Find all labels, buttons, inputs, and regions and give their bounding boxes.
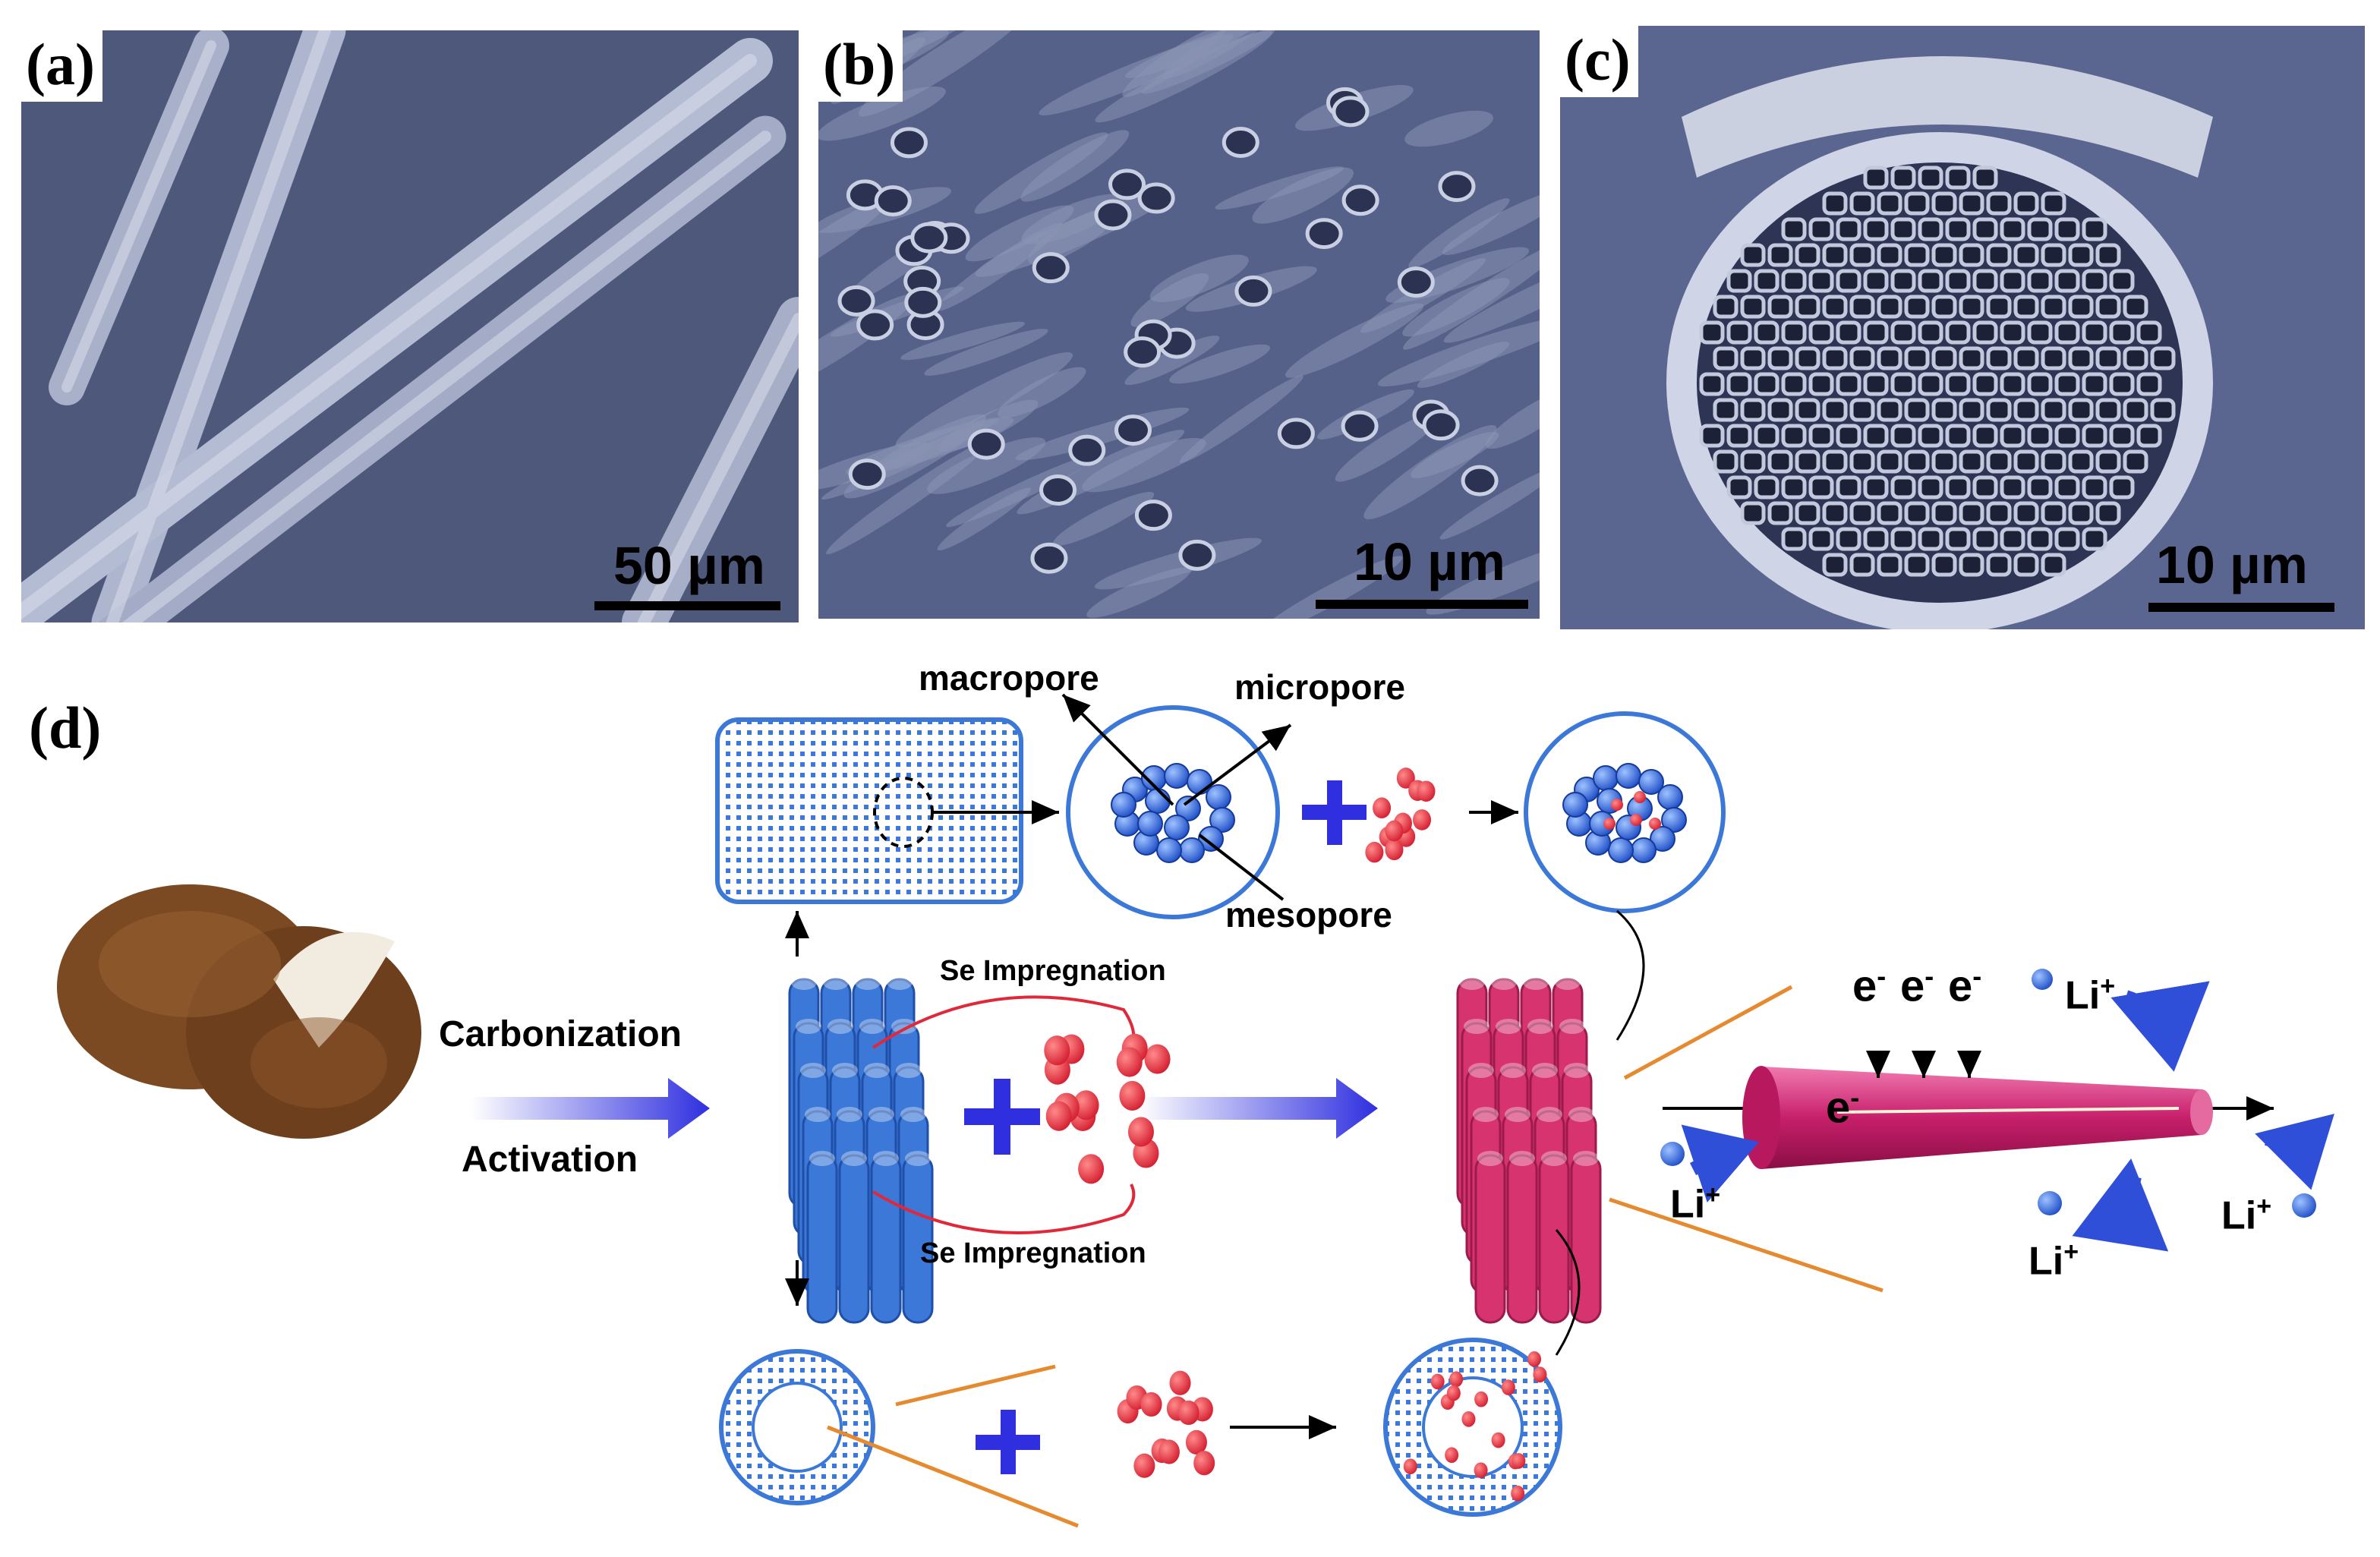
pore-ring (1111, 763, 1235, 863)
electron-label-2: e- (1900, 960, 1934, 1011)
li-ion-label-4: Li+ (2221, 1192, 2272, 1238)
carbon-fiber-bundle (788, 975, 934, 1324)
sem-image-a (21, 30, 799, 622)
macropore-label: macropore (919, 658, 1099, 698)
scale-label-a: 50 µm (613, 536, 765, 595)
mesopore-label: mesopore (1225, 895, 1392, 935)
li-ion-label-2: Li+ (1670, 1180, 1721, 1227)
se-impregnation-bottom-label: Se Impregnation (920, 1237, 1146, 1269)
electron-label-3: e- (1948, 960, 1982, 1011)
panel-d-label: (d) (29, 695, 102, 761)
pore-texture-b (818, 30, 1540, 619)
se-filled-pore-circle (1524, 711, 1726, 913)
se-carbon-composite-bundle (1456, 975, 1602, 1324)
honeycomb-cells-c (1699, 165, 2176, 577)
electron-label-tube: e- (1826, 1082, 1860, 1133)
li-ion-label-3: Li+ (2029, 1237, 2079, 1284)
carbonization-label: Carbonization (439, 1014, 682, 1054)
se-particles-middle (1044, 1033, 1171, 1184)
sem-panel-a: (a) 50 µm (21, 30, 799, 622)
panel-a-label: (a) (21, 30, 102, 102)
panel-b-label: (b) (818, 30, 903, 102)
li-ion-label-1: Li+ (2065, 972, 2116, 1018)
sem-image-b (818, 30, 1540, 619)
sem-image-c (1560, 26, 2365, 629)
scale-bar-a (594, 601, 780, 610)
se-impregnation-top-label: Se Impregnation (940, 955, 1166, 987)
pore-structure-circle (1066, 705, 1280, 919)
micropore-label: micropore (1234, 667, 1405, 707)
scale-bar-b (1316, 600, 1528, 609)
activation-label: Activation (462, 1139, 638, 1180)
electron-label-1: e- (1852, 960, 1887, 1011)
carbonization-arrow (471, 1078, 710, 1139)
sem-panel-c: (c) 10 µm (1560, 26, 2365, 629)
panel-c-label: (c) (1560, 26, 1638, 97)
impregnation-arrow (1139, 1078, 1378, 1139)
single-fiber-tube (1660, 969, 2334, 1252)
se-particles-bottom (1117, 1370, 1215, 1478)
schematic-diagram (57, 693, 2334, 1528)
scale-bar-c (2148, 603, 2334, 612)
se-particles-top (1365, 767, 1436, 863)
scale-label-c: 10 µm (2156, 535, 2308, 594)
sem-panel-b: (b) 10 µm (818, 30, 1540, 619)
schematic-panel-d: (d) (0, 653, 2380, 1557)
coconut-image (57, 884, 421, 1139)
scale-label-b: 10 µm (1354, 532, 1505, 591)
